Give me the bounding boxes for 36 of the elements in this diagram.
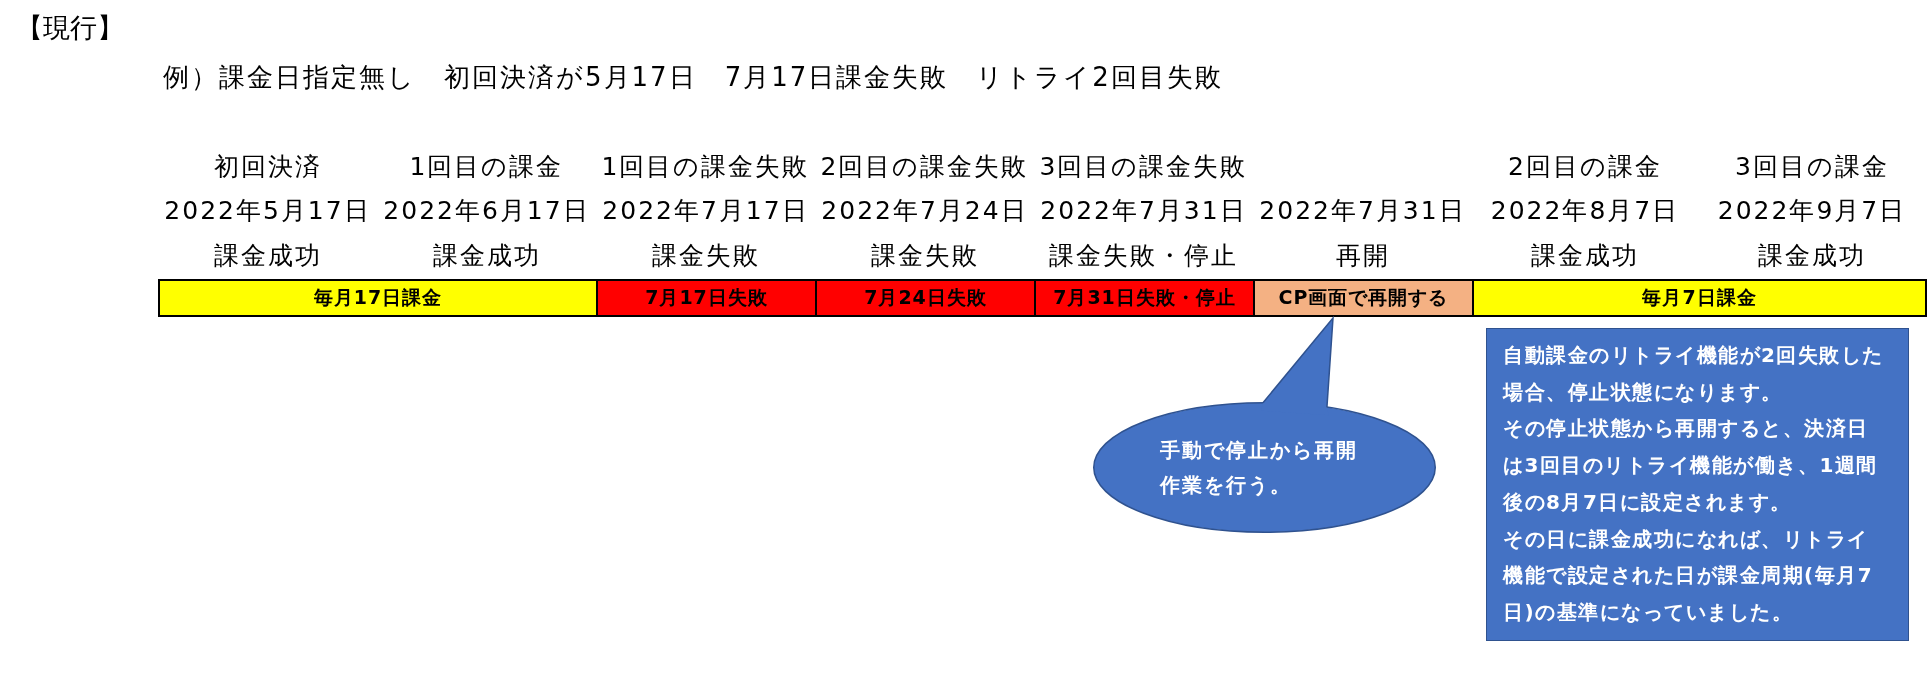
date-label: 2022年7月31日 bbox=[1259, 195, 1466, 227]
date-label: 2022年9月7日 bbox=[1717, 195, 1907, 227]
timeline-segment: 7月24日失敗 bbox=[815, 279, 1036, 317]
column-heading: 2回目の課金 bbox=[1508, 151, 1662, 183]
timeline-segment: 7月17日失敗 bbox=[596, 279, 817, 317]
column-heading: 1回目の課金 bbox=[409, 151, 564, 183]
status-label: 課金成功 bbox=[432, 240, 541, 272]
status-label: 課金失敗・停止 bbox=[1049, 240, 1238, 272]
status-label: 課金成功 bbox=[1758, 240, 1866, 272]
note-box bbox=[1486, 328, 1909, 641]
status-label: 課金失敗 bbox=[870, 240, 979, 272]
column-heading: 初回決済 bbox=[213, 151, 322, 183]
column-heading: 2回目の課金失敗 bbox=[820, 151, 1029, 183]
note-text: 自動課金のリトライ機能が2回失敗した場合、停止状態になります。 bbox=[1503, 342, 1885, 406]
date-label: 2022年7月17日 bbox=[602, 195, 809, 227]
timeline-segment: 毎月7日課金 bbox=[1472, 279, 1927, 317]
date-label: 2022年6月17日 bbox=[383, 195, 590, 227]
note-text: その日に課金成功になれば、リトライ機能で設定された日が課金周期(毎月7日)の基準になっていました。 bbox=[1503, 525, 1875, 626]
note-text: その停止状態から再開すると、決済日は3回目のリトライ機能が働き、1週間後の8月7日に設定されます。 bbox=[1503, 415, 1879, 516]
status-label: 課金失敗 bbox=[651, 240, 760, 272]
date-label: 2022年5月17日 bbox=[164, 195, 371, 227]
status-label: 課金成功 bbox=[213, 240, 322, 272]
page-title: 【現行】 bbox=[16, 11, 124, 45]
timeline-segment: 毎月17日課金 bbox=[158, 279, 598, 317]
timeline-segment: CP画面で再開する bbox=[1253, 279, 1474, 317]
date-label: 2022年8月7日 bbox=[1490, 195, 1680, 227]
column-heading: 3回目の課金 bbox=[1735, 151, 1889, 183]
column-heading: 3回目の課金失敗 bbox=[1039, 151, 1248, 183]
status-label: 再開 bbox=[1335, 240, 1390, 272]
column-heading: 1回目の課金失敗 bbox=[601, 151, 810, 183]
bubble-text: 手動で停止から再開作業を行う。 bbox=[1160, 436, 1359, 499]
timeline-segment: 7月31日失敗・停止 bbox=[1034, 279, 1255, 317]
date-label: 2022年7月31日 bbox=[1040, 195, 1247, 227]
example-note: 例）課金日指定無し 初回決済が5月17日 7月17日課金失敗 リトライ2回目失敗 bbox=[163, 61, 1223, 93]
date-label: 2022年7月24日 bbox=[821, 195, 1028, 227]
status-label: 課金成功 bbox=[1531, 240, 1639, 272]
